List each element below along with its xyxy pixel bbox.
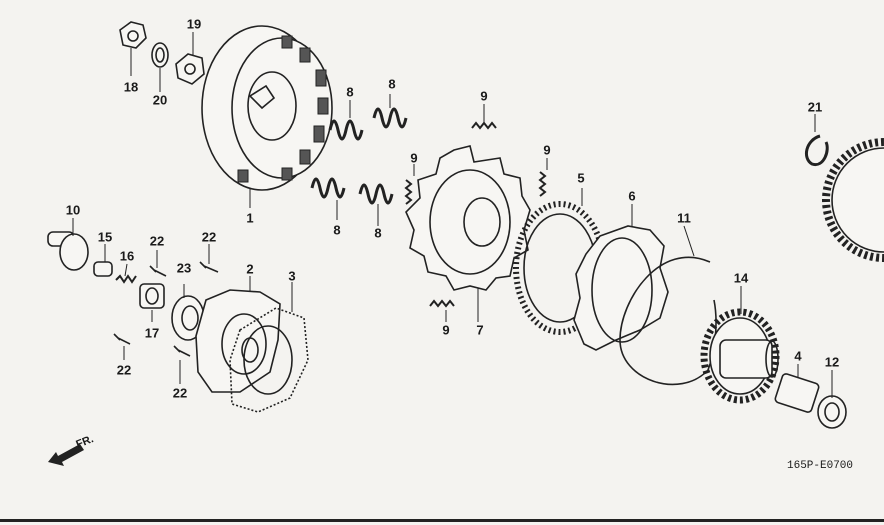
callout-19: 19 <box>186 16 202 32</box>
callout-9: 9 <box>543 142 551 158</box>
callout-8: 8 <box>388 76 396 92</box>
callout-8: 8 <box>346 84 354 100</box>
callout-23: 23 <box>176 260 192 276</box>
part-23-bearing <box>171 295 205 341</box>
part-21-circlip <box>804 134 829 167</box>
part-8-springs <box>310 107 408 205</box>
part-17-holder <box>139 283 165 309</box>
part-10-pin <box>47 231 89 271</box>
part-3-gasket <box>229 307 309 413</box>
callout-10: 10 <box>65 202 81 218</box>
part-6-clutch-plate <box>573 225 669 351</box>
callout-16: 16 <box>119 248 135 264</box>
callout-20: 20 <box>152 92 168 108</box>
part-7-clutch-center <box>405 145 531 291</box>
callout-4: 4 <box>794 348 802 364</box>
callout-14: 14 <box>733 270 749 286</box>
bottom-rule <box>0 519 884 522</box>
callout-22: 22 <box>116 362 132 378</box>
part-9-small-springs <box>404 121 547 308</box>
part-22-bolts <box>113 261 219 357</box>
part-14-gear <box>700 308 780 404</box>
part-16-spring <box>115 274 137 284</box>
callout-9: 9 <box>480 88 488 104</box>
callout-8: 8 <box>333 222 341 238</box>
callout-12: 12 <box>824 354 840 370</box>
callout-17: 17 <box>144 325 160 341</box>
callout-5: 5 <box>577 170 585 186</box>
part-12-washer <box>817 395 847 429</box>
part-1-clutch-outer <box>201 25 333 191</box>
callout-22: 22 <box>201 229 217 245</box>
callout-18: 18 <box>123 79 139 95</box>
callout-1: 1 <box>246 210 254 226</box>
part-15-collar <box>93 261 113 277</box>
front-arrow-icon <box>48 444 84 466</box>
leader-lines <box>72 32 833 398</box>
callout-7: 7 <box>476 322 484 338</box>
part-2-cover <box>195 289 281 393</box>
callout-21: 21 <box>807 99 823 115</box>
callout-22: 22 <box>172 385 188 401</box>
callout-3: 3 <box>288 268 296 284</box>
callout-6: 6 <box>628 188 636 204</box>
callout-9: 9 <box>442 322 450 338</box>
callout-8: 8 <box>374 225 382 241</box>
part-18-nut <box>119 21 147 49</box>
part-4-needle-bearing <box>774 373 820 413</box>
callout-11: 11 <box>677 210 691 226</box>
primary-driven-gear <box>822 138 884 262</box>
diagram-code: 165P-E0700 <box>787 460 854 472</box>
part-20-washer <box>151 42 169 68</box>
callout-9: 9 <box>410 150 418 166</box>
callout-22: 22 <box>149 233 165 249</box>
part-19-lock-washer <box>175 53 205 85</box>
callout-2: 2 <box>246 261 254 277</box>
callout-15: 15 <box>97 229 113 245</box>
